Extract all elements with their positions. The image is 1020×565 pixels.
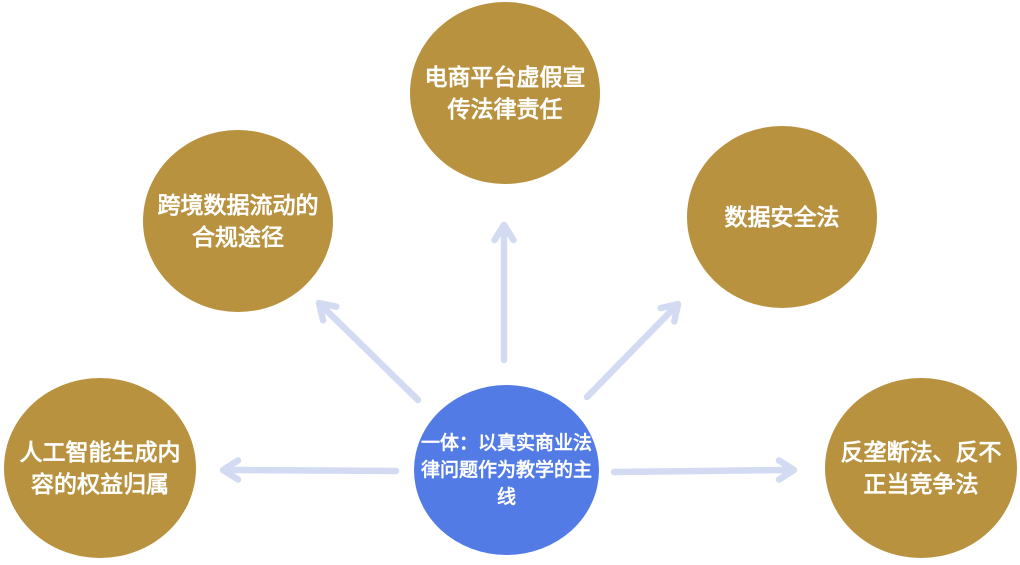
node-label-line: 正当竞争法	[863, 471, 979, 497]
node-label-line: 电商平台虚假宣	[424, 64, 586, 90]
center-node-label: 一体：以真实商业法 律问题作为教学的主 线	[421, 430, 592, 511]
satellite-node-right: 反垄断法、反不 正当竞争法	[825, 378, 1017, 558]
satellite-node-top: 电商平台虚假宣 传法律责任	[410, 2, 600, 184]
arrow-center-to-right	[610, 457, 798, 483]
satellite-node-upper-left-label: 跨境数据流动的 合规途径	[158, 189, 319, 253]
node-label-line: 线	[496, 486, 516, 508]
arrow-center-to-upper-right	[583, 300, 682, 401]
center-node: 一体：以真实商业法 律问题作为教学的主 线	[414, 385, 599, 555]
arrow-center-to-upper-left	[315, 299, 422, 404]
arrow-center-to-top	[491, 221, 517, 364]
satellite-node-left-label: 人工智能生成内 容的权益归属	[20, 436, 181, 500]
node-label-line: 容的权益归属	[31, 471, 169, 497]
satellite-node-upper-right-label: 数据安全法	[725, 201, 840, 233]
satellite-node-top-label: 电商平台虚假宣 传法律责任	[425, 61, 586, 125]
node-label-line: 传法律责任	[447, 96, 563, 122]
satellite-node-upper-left: 跨境数据流动的 合规途径	[143, 130, 333, 312]
satellite-node-right-label: 反垄断法、反不 正当竞争法	[841, 436, 1002, 500]
satellite-node-left: 人工智能生成内 容的权益归属	[4, 378, 196, 558]
satellite-node-upper-right: 数据安全法	[687, 126, 877, 308]
node-label-line: 数据安全法	[724, 204, 840, 230]
node-label-line: 一体：以真实商业法	[420, 432, 592, 454]
node-label-line: 人工智能生成内	[19, 439, 181, 465]
node-label-line: 反垄断法、反不	[840, 439, 1002, 465]
node-label-line: 合规途径	[192, 224, 284, 250]
arrow-center-to-left	[219, 457, 400, 483]
node-label-line: 跨境数据流动的	[157, 192, 319, 218]
node-label-line: 律问题作为教学的主	[420, 459, 592, 481]
